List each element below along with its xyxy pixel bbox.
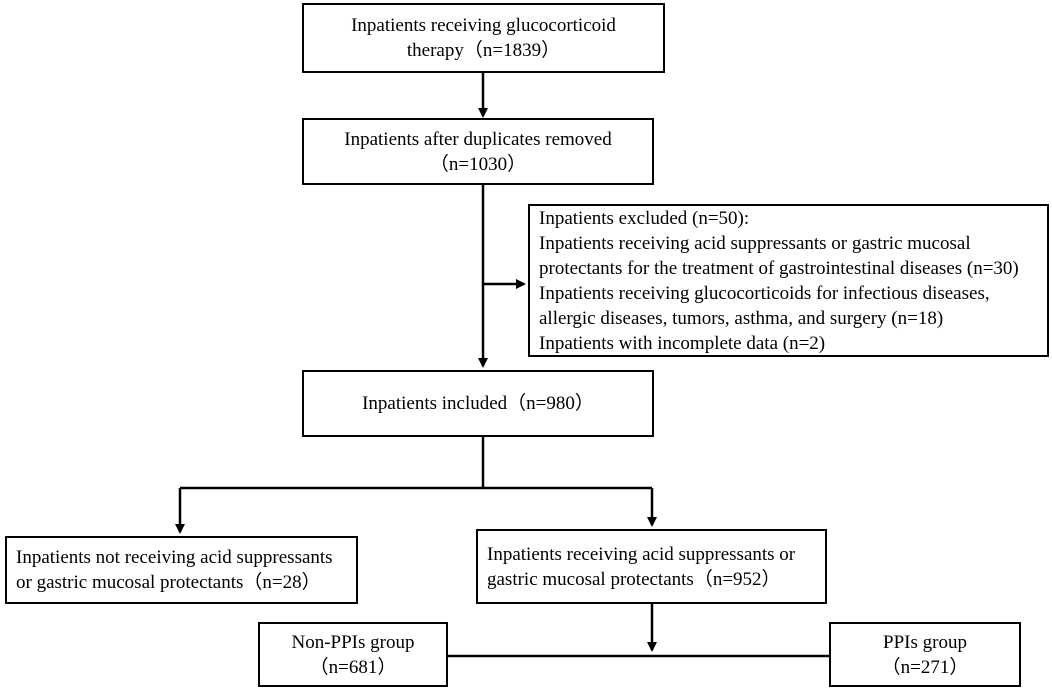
excluded-line-4: Inpatients receiving glucocorticoids for… [539,282,990,304]
deduplicated-line-2: （n=1030） [429,153,527,175]
excluded-line-3: protectants for the treatment of gastroi… [539,257,1019,279]
not-receiving-line-1: Inpatients not receiving acid suppressan… [16,547,333,568]
initial-line-1: Inpatients receiving glucocorticoid [351,15,616,36]
non-ppis-line-2: （n=681） [309,656,397,678]
receiving-box: Inpatients receiving acid suppressants o… [476,529,827,604]
deduplicated-line-1: Inpatients after duplicates removed [344,128,612,150]
excluded-line-5: allergic diseases, tumors, asthma, and s… [539,307,944,329]
excluded-line-2: Inpatients receiving acid suppressants o… [539,232,971,254]
ppis-line-1: PPIs group [883,631,967,653]
initial-box: Inpatients receiving glucocorticoid ther… [302,3,665,73]
non-ppis-box: Non-PPIs group （n=681） [258,622,448,687]
receiving-line-1: Inpatients receiving acid suppressants o… [487,543,796,565]
deduplicated-box: Inpatients after duplicates removed （n=1… [302,118,654,185]
receiving-line-2: gastric mucosal protectants（n=952） [487,568,781,590]
excluded-box: Inpatients excluded (n=50): Inpatients r… [528,204,1049,357]
non-ppis-line-1: Non-PPIs group [291,631,415,653]
ppis-line-2: （n=271） [881,656,969,678]
excluded-line-6: Inpatients with incomplete data (n=2) [539,332,826,354]
initial-line-2: therapy（n=1839） [406,40,561,61]
excluded-line-1: Inpatients excluded (n=50): [539,207,750,229]
not-receiving-line-2: or gastric mucosal protectants（n=28） [16,572,321,593]
not-receiving-box: Inpatients not receiving acid suppressan… [5,536,358,604]
ppis-box: PPIs group （n=271） [829,622,1021,687]
included-box: Inpatients included（n=980） [302,370,654,437]
included-line-1: Inpatients included（n=980） [362,393,594,414]
